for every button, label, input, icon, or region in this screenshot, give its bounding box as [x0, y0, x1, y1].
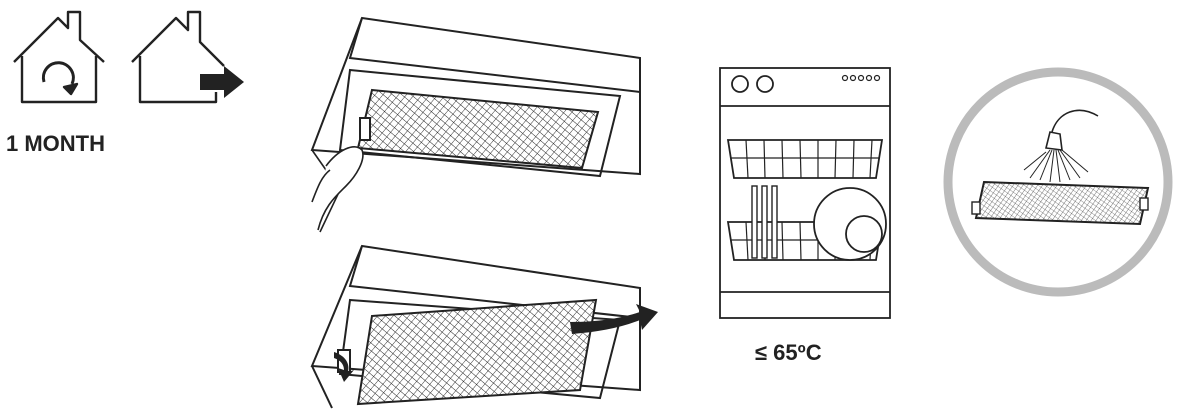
indicator-lights: [841, 74, 881, 82]
dial-icon: [731, 75, 749, 93]
grease-filter: [974, 180, 1150, 226]
hand: [311, 146, 364, 231]
hood-filter-pull-view: [310, 244, 658, 409]
cleaning-interval-label: 1 MONTH: [6, 131, 105, 156]
hood-filter-removal-illustration: [310, 16, 658, 409]
recirculation-mode-icon: [13, 10, 105, 104]
water-spray: [1023, 149, 1089, 183]
hood-open-view: [310, 16, 641, 233]
grease-filter: [356, 298, 598, 406]
filter-handle: [359, 117, 371, 141]
dial-icon: [756, 75, 774, 93]
hand-wash-filter-illustration: [943, 67, 1173, 297]
filters-in-rack: [751, 185, 778, 259]
dishwasher-illustration: [719, 67, 891, 319]
extraction-mode-icon: [131, 10, 244, 104]
plate-icon: [845, 215, 883, 253]
upper-rack: [726, 139, 884, 179]
latch-arrow: [334, 352, 354, 382]
pull-arrow: [570, 304, 658, 334]
max-temperature-label: ≤ 65ºC: [755, 340, 822, 365]
